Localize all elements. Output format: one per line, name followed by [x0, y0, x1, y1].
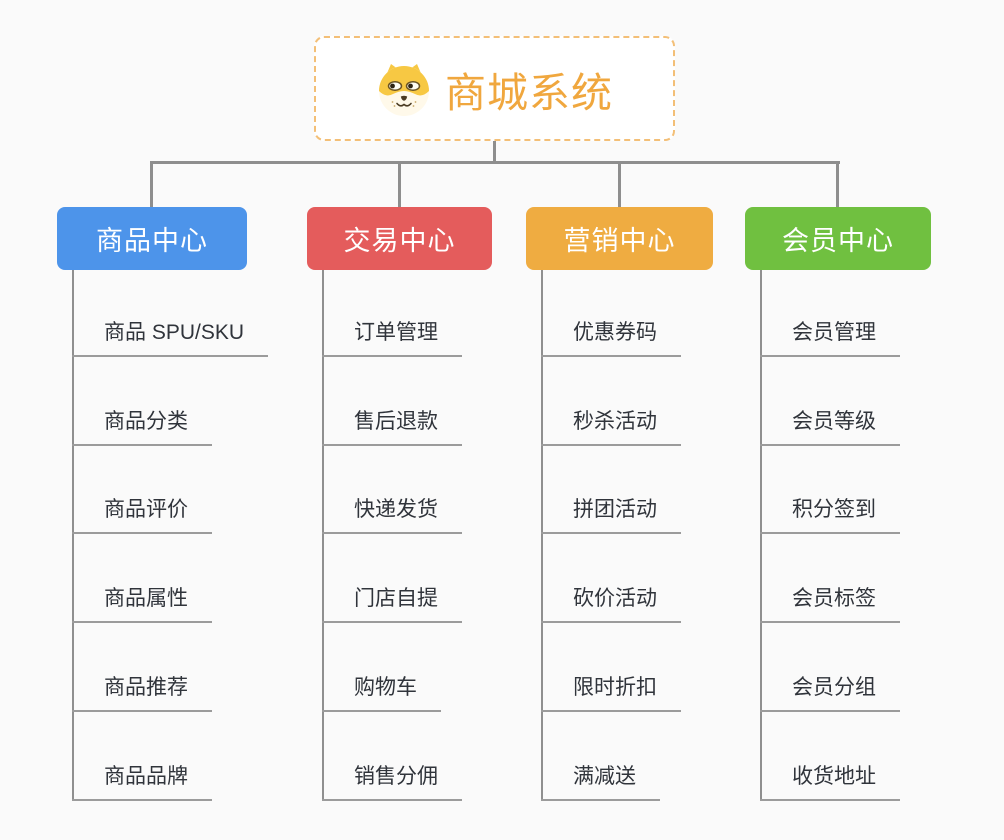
leaf-topic[interactable]: 售后退款: [322, 408, 462, 446]
leaf-topic[interactable]: 订单管理: [322, 319, 462, 357]
connector-trunk-4: [760, 270, 762, 801]
leaf-topic[interactable]: 销售分佣: [322, 763, 462, 801]
category-box-member-center[interactable]: 会员中心: [745, 207, 931, 270]
connector-root-stem: [493, 141, 496, 162]
leaf-topic[interactable]: 会员分组: [760, 674, 900, 712]
leaf-topic[interactable]: 积分签到: [760, 496, 900, 534]
category-box-trade-center[interactable]: 交易中心: [307, 207, 492, 270]
leaf-topic[interactable]: 商品属性: [72, 585, 212, 623]
connector-drop-3: [618, 161, 621, 207]
leaf-topic[interactable]: 商品品牌: [72, 763, 212, 801]
category-box-marketing-center[interactable]: 营销中心: [526, 207, 713, 270]
leaf-topic[interactable]: 收货地址: [760, 763, 900, 801]
connector-horizontal-bar: [151, 161, 840, 164]
leaf-topic[interactable]: 秒杀活动: [541, 408, 681, 446]
connector-trunk-2: [322, 270, 324, 801]
shiba-dog-icon: [376, 61, 432, 117]
leaf-topic[interactable]: 拼团活动: [541, 496, 681, 534]
leaf-topic[interactable]: 会员管理: [760, 319, 900, 357]
leaf-topic[interactable]: 商品分类: [72, 408, 212, 446]
leaf-topic[interactable]: 会员等级: [760, 408, 900, 446]
leaf-topic[interactable]: 砍价活动: [541, 585, 681, 623]
connector-trunk-3: [541, 270, 543, 801]
leaf-topic[interactable]: 商品评价: [72, 496, 212, 534]
leaf-topic[interactable]: 商品推荐: [72, 674, 212, 712]
connector-drop-2: [398, 161, 401, 207]
leaf-topic[interactable]: 快递发货: [322, 496, 462, 534]
leaf-topic[interactable]: 限时折扣: [541, 674, 681, 712]
root-topic-title: 商城系统: [445, 69, 613, 116]
leaf-topic[interactable]: 门店自提: [322, 585, 462, 623]
connector-drop-1: [150, 161, 153, 207]
leaf-topic[interactable]: 优惠券码: [541, 319, 681, 357]
connector-trunk-1: [72, 270, 74, 801]
leaf-topic[interactable]: 购物车: [322, 674, 441, 712]
leaf-topic[interactable]: 满减送: [541, 763, 660, 801]
leaf-topic[interactable]: 会员标签: [760, 585, 900, 623]
root-topic[interactable]: 商城系统: [314, 36, 675, 141]
category-box-product-center[interactable]: 商品中心: [57, 207, 247, 270]
connector-drop-4: [836, 161, 839, 207]
leaf-topic[interactable]: 商品 SPU/SKU: [72, 319, 269, 357]
